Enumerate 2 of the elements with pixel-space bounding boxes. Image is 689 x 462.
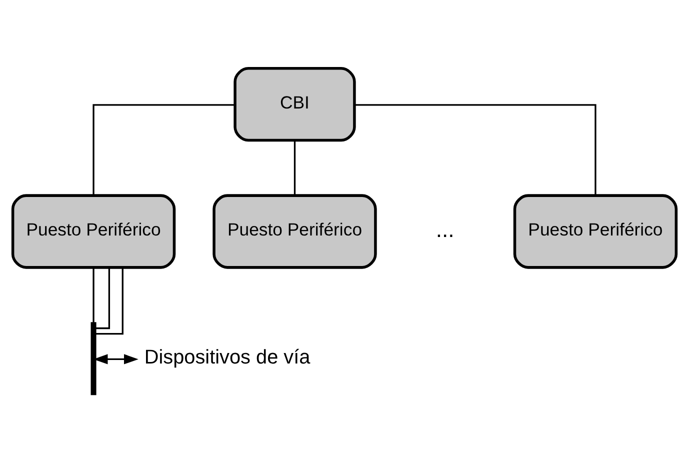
node-text: Dispositivos de vía <box>144 346 310 368</box>
label: ... <box>436 216 454 242</box>
